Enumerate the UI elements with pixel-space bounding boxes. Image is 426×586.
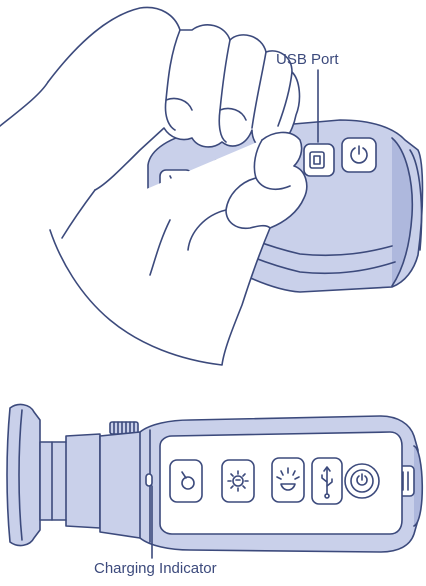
record-icon (181, 476, 195, 490)
brightness-button (221, 459, 255, 503)
eyecup (6, 403, 41, 547)
usb-port-label: USB Port (276, 51, 339, 68)
illumination-icon (280, 483, 296, 491)
charging-indicator-label: Charging Indicator (94, 560, 217, 577)
power-icon (356, 475, 368, 486)
bottom-illustration (6, 403, 424, 559)
focus-knob (109, 421, 139, 435)
eyepiece-tube (39, 433, 101, 529)
top-usb-port (303, 143, 335, 177)
record-button (169, 459, 203, 503)
usb-cover (311, 457, 343, 505)
front-lens (413, 445, 424, 527)
charging-indicator-led (145, 473, 153, 487)
lower-hand (49, 131, 308, 366)
top-illustration (0, 6, 424, 366)
illumination-button (271, 457, 305, 503)
top-power-button (341, 137, 377, 173)
power-button (344, 463, 380, 499)
brightness-icon (232, 475, 244, 487)
usb-icon (321, 466, 333, 499)
